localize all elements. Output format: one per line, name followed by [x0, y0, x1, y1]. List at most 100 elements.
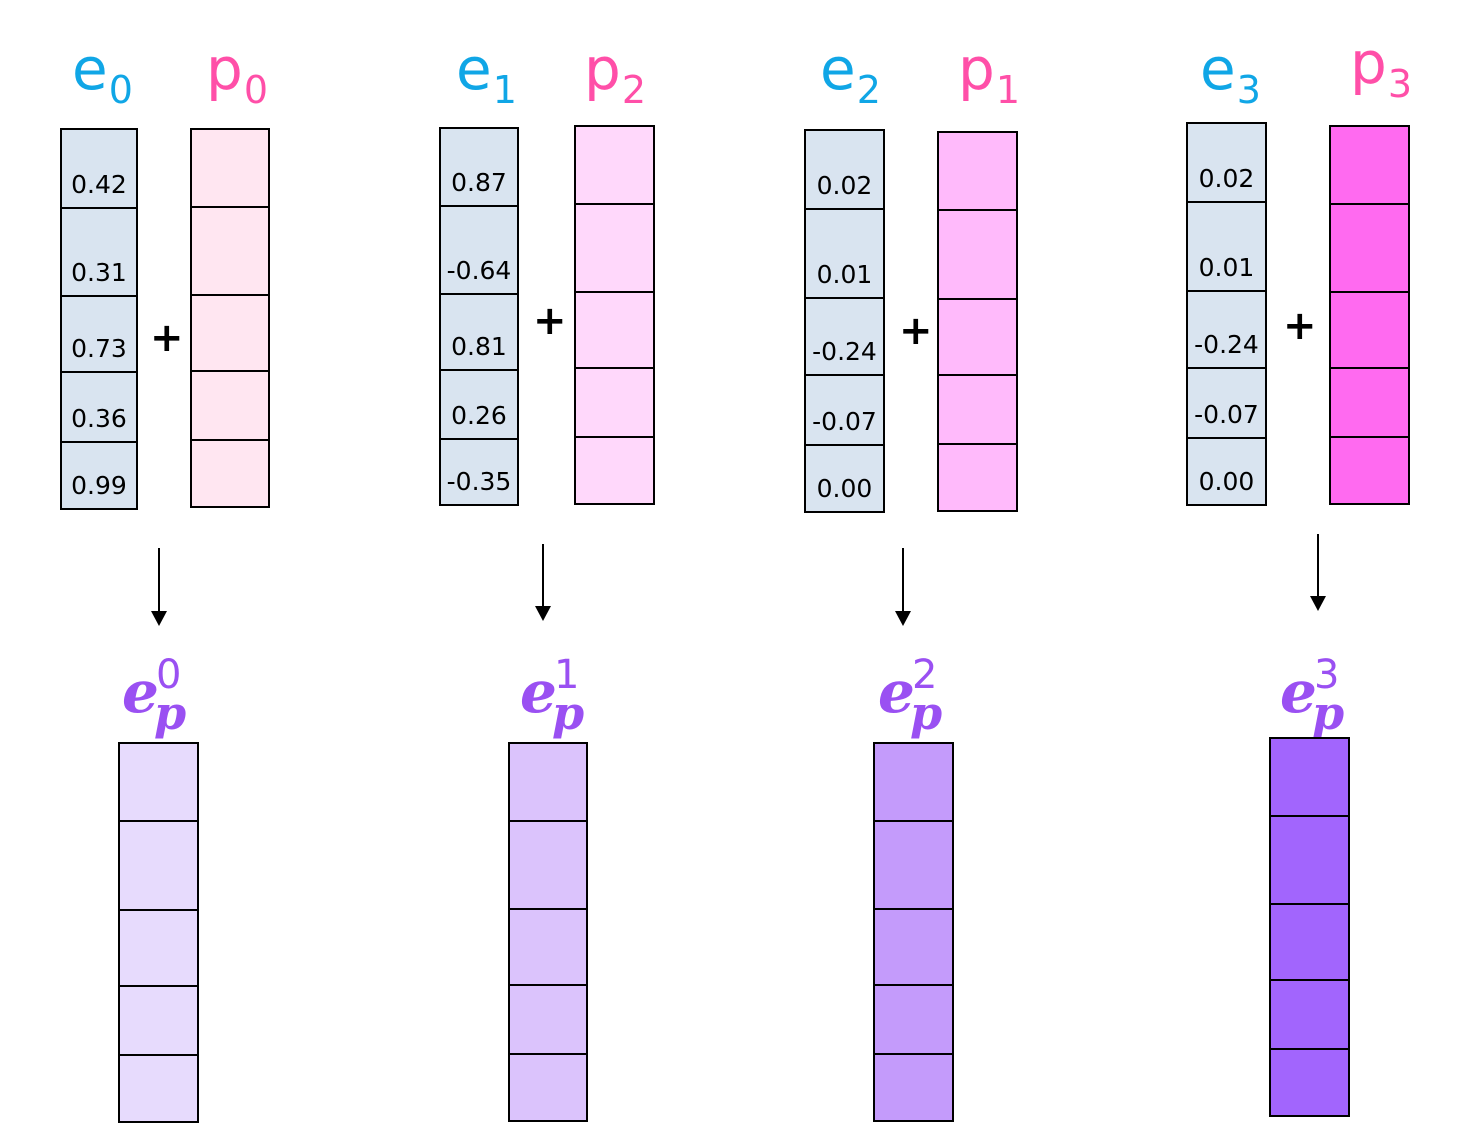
embedding-label-0: e0	[72, 40, 133, 109]
result-vector-1	[508, 742, 588, 1122]
embedding-value: 0.81	[451, 331, 507, 361]
embedding-cell: 0.02	[1188, 124, 1265, 204]
position-label-base: p	[584, 35, 621, 103]
embedding-cell: -0.24	[806, 298, 883, 376]
embedding-label-1: e1	[456, 40, 517, 109]
position-label-base: p	[206, 35, 243, 103]
embedding-value: 0.02	[816, 171, 873, 201]
position-cell	[576, 127, 653, 206]
embedding-cell: 0.31	[62, 208, 136, 298]
result-cell	[120, 986, 197, 1057]
result-cell	[875, 822, 952, 911]
embedding-cell: -0.64	[441, 207, 517, 295]
result-label-base: e	[520, 658, 557, 726]
position-label-2: p1	[958, 40, 1020, 109]
plus-operator: +	[150, 315, 184, 361]
result-cell	[510, 910, 586, 987]
result-label-superscript: 3	[1314, 652, 1340, 698]
result-cell	[1271, 817, 1348, 906]
embedding-cell: 0.00	[1188, 438, 1265, 504]
embedding-cell: -0.35	[441, 439, 517, 504]
position-cell	[192, 441, 268, 506]
position-cell	[192, 130, 268, 209]
result-cell	[875, 744, 952, 823]
plus-operator: +	[1283, 303, 1317, 349]
result-label-subscript: p	[1312, 686, 1345, 740]
position-cell	[192, 208, 268, 297]
embedding-value: 0.00	[1198, 466, 1255, 496]
embedding-value: 0.01	[816, 259, 873, 289]
position-label-index: 1	[995, 68, 1021, 112]
result-label-superscript: 2	[912, 652, 938, 698]
result-vector-0	[118, 742, 199, 1123]
position-label-base: p	[958, 35, 995, 103]
embedding-cell: 0.42	[62, 130, 136, 209]
embedding-value: 0.36	[71, 403, 127, 433]
embedding-value: -0.64	[446, 255, 512, 285]
embedding-value: -0.07	[1194, 399, 1259, 429]
position-cell	[939, 299, 1016, 376]
embedding-label-index: 2	[856, 68, 881, 112]
embedding-cell: 0.87	[441, 129, 517, 207]
embedding-value: 0.42	[71, 169, 127, 199]
position-cell	[939, 445, 1016, 510]
embedding-cell: -0.07	[806, 375, 883, 446]
result-cell	[1271, 1050, 1348, 1115]
result-label-base: e	[122, 658, 159, 726]
position-cell	[1331, 127, 1408, 206]
position-vector-1	[574, 125, 655, 505]
position-cell	[576, 438, 653, 503]
embedding-value: -0.35	[446, 467, 512, 496]
embedding-label-index: 1	[492, 68, 517, 112]
position-vector-2	[937, 131, 1018, 512]
position-cell	[192, 296, 268, 373]
embedding-value: 0.73	[71, 334, 127, 364]
embedding-vector-1: 0.87 -0.64 0.81 0.26 -0.35	[439, 127, 519, 506]
result-cell	[875, 1055, 952, 1120]
position-label-index: 3	[1387, 62, 1413, 106]
embedding-value: 0.00	[816, 473, 873, 503]
embedding-label-base: e	[1200, 35, 1236, 103]
result-vector-3	[1269, 737, 1350, 1117]
result-cell	[120, 910, 197, 987]
embedding-cell: -0.07	[1188, 368, 1265, 439]
position-cell	[939, 133, 1016, 212]
embedding-value: -0.07	[812, 406, 877, 436]
position-cell	[1331, 293, 1408, 370]
embedding-value: 0.99	[71, 470, 127, 500]
embedding-vector-2: 0.02 0.01 -0.24 -0.07 0.00	[804, 129, 885, 513]
embedding-cell: -0.24	[1188, 291, 1265, 369]
result-cell	[120, 822, 197, 911]
result-label-base: e	[878, 658, 915, 726]
embedding-vector-0: 0.42 0.31 0.73 0.36 0.99	[60, 128, 138, 510]
down-arrow-icon	[1310, 534, 1326, 611]
position-cell	[1331, 205, 1408, 294]
embedding-value: 0.26	[451, 400, 507, 430]
embedding-cell: 0.73	[62, 297, 136, 374]
position-label-0: p0	[206, 40, 268, 109]
embedding-label-base: e	[72, 35, 108, 103]
position-label-base: p	[1350, 29, 1387, 97]
position-cell	[939, 211, 1016, 300]
embedding-value: 0.31	[71, 258, 127, 288]
embedding-cell: 0.00	[806, 445, 883, 511]
position-cell	[576, 369, 653, 439]
embedding-cell: 0.36	[62, 373, 136, 443]
embedding-label-base: e	[456, 35, 492, 103]
embedding-cell: 0.01	[1188, 203, 1265, 292]
position-vector-3	[1329, 125, 1410, 505]
embedding-cell: 0.81	[441, 294, 517, 371]
down-arrow-icon	[535, 544, 551, 621]
down-arrow-icon	[151, 548, 167, 626]
embedding-cell: 0.02	[806, 131, 883, 211]
result-cell	[510, 744, 586, 823]
result-label-subscript: p	[154, 686, 187, 740]
position-cell	[1331, 369, 1408, 439]
position-cell	[192, 372, 268, 442]
result-label-subscript: p	[552, 686, 585, 740]
position-cell	[576, 205, 653, 294]
position-label-3: p3	[1350, 34, 1412, 103]
embedding-value: 0.87	[451, 168, 507, 197]
